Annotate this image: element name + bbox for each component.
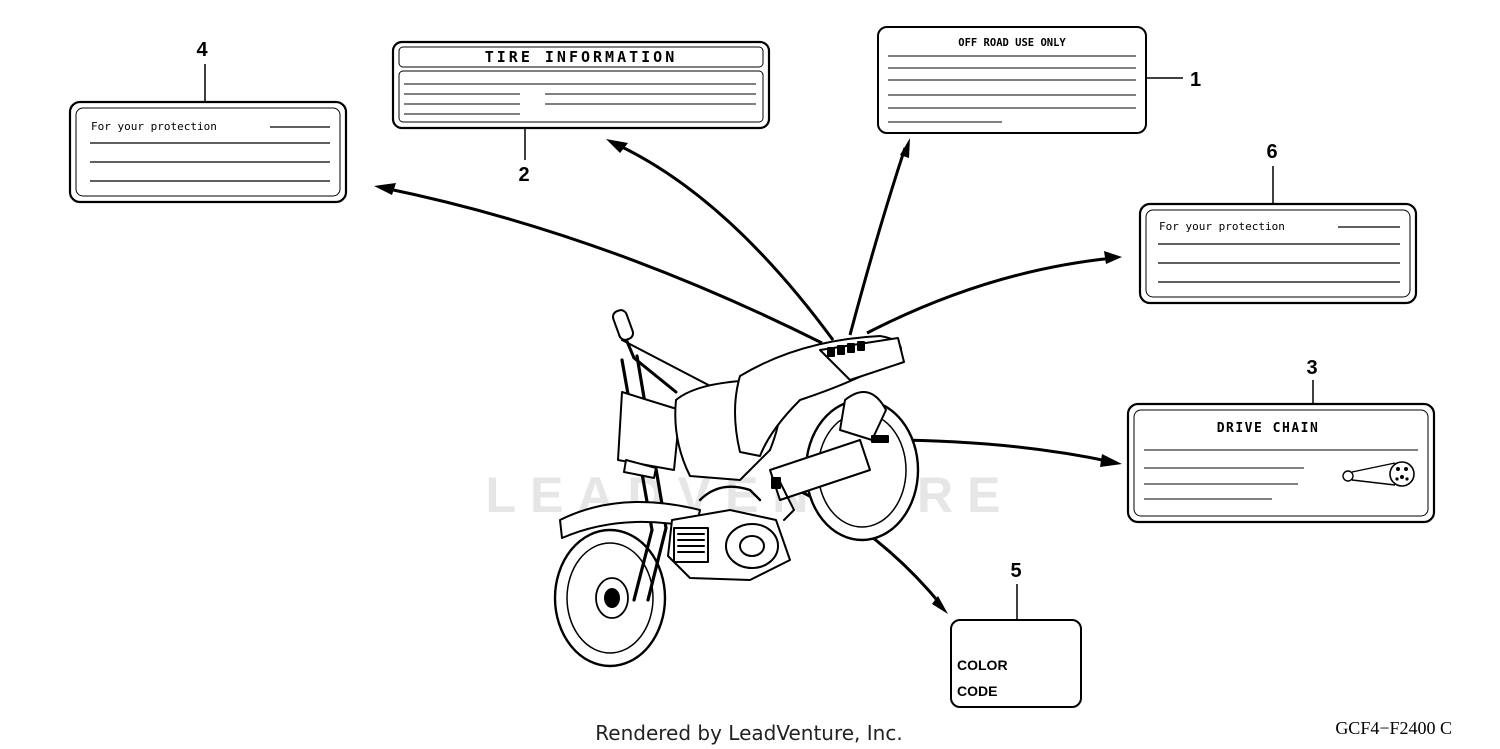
diagram-code: GCF4−F2400 C bbox=[1335, 718, 1452, 738]
arrow-to-label-4 bbox=[383, 186, 823, 345]
callout-number-2: 2 bbox=[518, 164, 529, 186]
arrow-to-label-6 bbox=[866, 256, 1115, 335]
callout-number-1: 1 bbox=[1190, 69, 1201, 91]
callout-number-4: 4 bbox=[196, 39, 208, 61]
label-6-title: For your protection bbox=[1159, 220, 1285, 233]
label-3[interactable]: DRIVE CHAIN bbox=[1126, 402, 1436, 524]
chain-sprocket-icon bbox=[1342, 461, 1415, 487]
arrow-to-label-2 bbox=[621, 145, 835, 341]
label-1-title: OFF ROAD USE ONLY bbox=[958, 37, 1066, 49]
label-5[interactable]: COLOR CODE bbox=[950, 619, 1082, 708]
arrowheads bbox=[374, 138, 1122, 614]
label-2-title: TIRE INFORMATION bbox=[485, 48, 678, 66]
label-5-line1: COLOR bbox=[957, 657, 1008, 673]
label-1[interactable]: OFF ROAD USE ONLY bbox=[877, 26, 1147, 134]
label-2[interactable]: TIRE INFORMATION bbox=[391, 40, 771, 130]
label-3-title: DRIVE CHAIN bbox=[1217, 421, 1320, 436]
callout-number-3: 3 bbox=[1306, 357, 1317, 379]
label-5-line2: CODE bbox=[957, 683, 997, 699]
label-6[interactable]: For your protection bbox=[1138, 202, 1418, 305]
label-4-title: For your protection bbox=[91, 120, 217, 133]
footer-credit: Rendered by LeadVenture, Inc. bbox=[595, 721, 902, 745]
arrow-to-label-1 bbox=[848, 147, 907, 336]
number-plate bbox=[617, 391, 681, 471]
label-4[interactable]: For your protection bbox=[68, 100, 348, 204]
callout-number-5: 5 bbox=[1010, 560, 1021, 582]
callout-number-6: 6 bbox=[1266, 141, 1277, 163]
motorcycle-illustration bbox=[553, 309, 920, 668]
